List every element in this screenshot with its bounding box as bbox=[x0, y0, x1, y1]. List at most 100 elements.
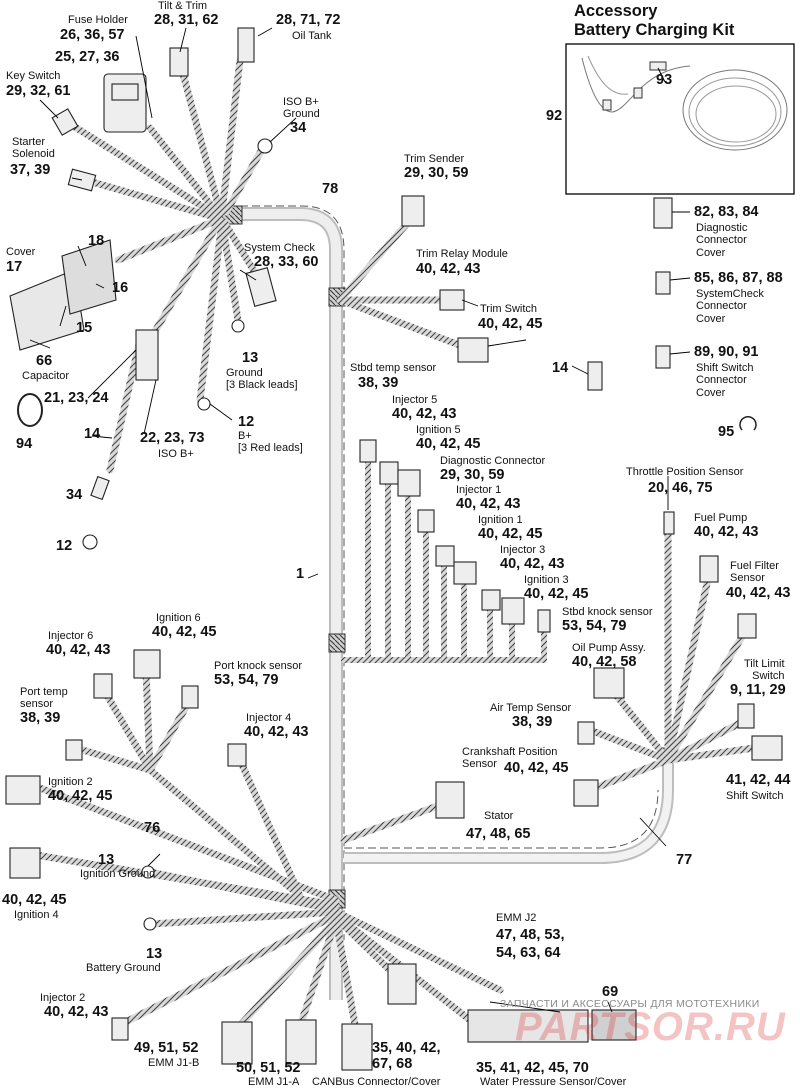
stbd-temp-parts: 38, 39 bbox=[358, 375, 399, 391]
injector2-label: Injector 2 bbox=[40, 992, 86, 1004]
key-switch-parts: 29, 32, 61 bbox=[6, 83, 71, 99]
water-pressure-parts: 35, 41, 42, 45, 70 bbox=[476, 1060, 589, 1076]
ignition1-label: Ignition 1 bbox=[478, 514, 523, 526]
cover-part: 17 bbox=[6, 259, 23, 275]
part-69: 69 bbox=[602, 984, 619, 1000]
ignition5-label: Ignition 5 bbox=[416, 424, 461, 436]
ignition4-parts: 40, 42, 45 bbox=[2, 892, 67, 908]
systemcheck-cover-label: SystemCheck Connector Cover bbox=[696, 288, 764, 325]
accessory-kit-box bbox=[565, 43, 795, 195]
battery-ground-part: 13 bbox=[146, 946, 163, 962]
part-94: 94 bbox=[16, 436, 33, 452]
injector4-label: Injector 4 bbox=[246, 712, 292, 724]
capacitor-part: 66 bbox=[36, 353, 53, 369]
fuse-holder-parts: 26, 36, 57 bbox=[60, 27, 125, 43]
oil-tank-parts: 28, 71, 72 bbox=[276, 12, 341, 28]
ignition3-parts: 40, 42, 45 bbox=[524, 586, 589, 602]
harness-76-label: 76 bbox=[144, 820, 161, 836]
diag-cover-label: Diagnostic Connector Cover bbox=[696, 222, 748, 259]
upper-right-branches bbox=[336, 216, 466, 350]
tilt-trim-parts: 28, 31, 62 bbox=[154, 12, 219, 28]
stator-parts: 47, 48, 65 bbox=[466, 826, 531, 842]
fuse-holder-parts-2: 25, 27, 36 bbox=[55, 49, 120, 65]
emm-j2-parts: 47, 48, 53, 54, 63, 64 bbox=[496, 927, 565, 962]
injector2-parts: 40, 42, 43 bbox=[44, 1004, 109, 1020]
injector3-parts: 40, 42, 43 bbox=[500, 556, 565, 572]
emm-j1b-parts: 49, 51, 52 bbox=[134, 1040, 199, 1056]
iso-b-parts: 22, 23, 73 bbox=[140, 430, 205, 446]
fuel-pump-label: Fuel Pump bbox=[694, 512, 748, 524]
ignition2-parts: 40, 42, 45 bbox=[48, 788, 113, 804]
injector4-parts: 40, 42, 43 bbox=[244, 724, 309, 740]
water-pressure-label: Water Pressure Sensor/Cover bbox=[480, 1076, 627, 1088]
capacitor-label: Capacitor bbox=[22, 370, 70, 382]
emm-j1a-label: EMM J1-A bbox=[248, 1076, 300, 1088]
systemcheck-cover-parts: 85, 86, 87, 88 bbox=[694, 270, 783, 286]
port-temp-label: Port temp sensor bbox=[20, 686, 68, 711]
cover-part-16: 16 bbox=[112, 280, 129, 296]
stator-label: Stator bbox=[484, 810, 514, 822]
tilt-limit-parts: 9, 11, 29 bbox=[730, 682, 786, 698]
iso-b-ground-part: 34 bbox=[290, 120, 307, 136]
part-14-b: 14 bbox=[552, 360, 569, 376]
b-plus-label: B+ [3 Red leads] bbox=[238, 430, 303, 455]
injector6-parts: 40, 42, 43 bbox=[46, 642, 111, 658]
ignition6-parts: 40, 42, 45 bbox=[152, 624, 217, 640]
stbd-temp-label: Stbd temp sensor bbox=[350, 362, 437, 374]
air-temp-parts: 38, 39 bbox=[512, 714, 553, 730]
harness-1-label: 1 bbox=[296, 566, 305, 582]
fuel-filter-label: Fuel Filter Sensor bbox=[730, 560, 779, 585]
oil-pump-parts: 40, 42, 58 bbox=[572, 654, 637, 670]
trim-components bbox=[401, 195, 489, 363]
shift-cover-label: Shift Switch Connector Cover bbox=[696, 362, 754, 399]
injector5-label: Injector 5 bbox=[392, 394, 438, 406]
diag-cover-parts: 82, 83, 84 bbox=[694, 204, 759, 220]
clip-icon bbox=[739, 415, 757, 431]
trim-sender-label: Trim Sender bbox=[404, 153, 465, 165]
injector6-label: Injector 6 bbox=[48, 630, 94, 642]
accessory-part-93: 93 bbox=[656, 72, 673, 88]
ignition6-label: Ignition 6 bbox=[156, 612, 201, 624]
ignition1-parts: 40, 42, 45 bbox=[478, 526, 543, 542]
cover-part-15: 15 bbox=[76, 320, 93, 336]
oil-tank-label: Oil Tank bbox=[292, 30, 332, 42]
leader-lines bbox=[29, 27, 691, 1013]
trim-switch-parts: 40, 42, 45 bbox=[478, 316, 543, 332]
emm-j1b-label: EMM J1-B bbox=[148, 1057, 200, 1069]
tilt-trim-label: Tilt & Trim bbox=[158, 0, 208, 12]
canbus-label: CANBus Connector/Cover bbox=[312, 1076, 441, 1088]
lower-left-components bbox=[5, 649, 637, 1071]
air-temp-label: Air Temp Sensor bbox=[490, 702, 572, 714]
trim-relay-parts: 40, 42, 43 bbox=[416, 261, 481, 277]
injector3-label: Injector 3 bbox=[500, 544, 546, 556]
part-95: 95 bbox=[718, 424, 735, 440]
harness-78-label: 78 bbox=[322, 181, 339, 197]
ignition5-parts: 40, 42, 45 bbox=[416, 436, 481, 452]
watermark-logo: PARTSOR.RU bbox=[515, 1005, 786, 1049]
middle-leads bbox=[341, 457, 547, 663]
part-34: 34 bbox=[66, 487, 83, 503]
cover-label: Cover bbox=[6, 246, 36, 258]
part-14-a: 14 bbox=[84, 426, 101, 442]
system-check-label: System Check bbox=[244, 242, 315, 254]
fuel-pump-parts: 40, 42, 43 bbox=[694, 524, 759, 540]
iso-b-label: ISO B+ bbox=[158, 448, 194, 460]
tilt-limit-label: Tilt Limit Switch bbox=[744, 658, 785, 683]
port-knock-parts: 53, 54, 79 bbox=[214, 672, 279, 688]
harness-77-label: 77 bbox=[676, 852, 693, 868]
key-switch-label: Key Switch bbox=[6, 70, 61, 82]
diag-connector-label: Diagnostic Connector bbox=[440, 455, 546, 467]
injector1-label: Injector 1 bbox=[456, 484, 502, 496]
throttle-position-parts: 20, 46, 75 bbox=[648, 480, 713, 496]
trim-relay-label: Trim Relay Module bbox=[416, 248, 508, 260]
crankshaft-parts: 40, 42, 45 bbox=[504, 760, 569, 776]
accessory-kit-part: 92 bbox=[546, 108, 563, 124]
injector1-parts: 40, 42, 43 bbox=[456, 496, 521, 512]
watermark-text: ЗАПЧАСТИ И АКСЕССУАРЫ ДЛЯ МОТОТЕХНИКИ bbox=[500, 998, 760, 1010]
ignition2-label: Ignition 2 bbox=[48, 776, 93, 788]
battery-ground-label: Battery Ground bbox=[86, 962, 161, 974]
throttle-position-label: Throttle Position Sensor bbox=[626, 466, 744, 478]
ground-part: 13 bbox=[242, 350, 259, 366]
shift-switch-label: Shift Switch bbox=[726, 790, 784, 802]
